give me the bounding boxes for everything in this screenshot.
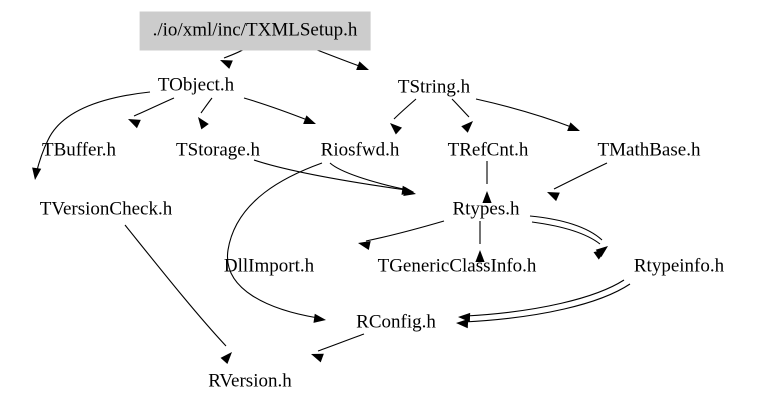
graph-edge-tobject-to-riosfwd xyxy=(243,97,311,122)
graph-edge-tstorage-to-rtypes xyxy=(253,159,407,191)
graph-edge-rtypes-to-rtypeinfo xyxy=(531,221,601,245)
graph-node-tbuffer[interactable]: TBuffer.h xyxy=(41,139,117,161)
graph-node-rversion[interactable]: RVersion.h xyxy=(208,370,292,392)
graph-node-tgenericclassinfo[interactable]: TGenericClassInfo.h xyxy=(377,255,537,277)
graph-node-tversioncheck[interactable]: TVersionCheck.h xyxy=(39,198,173,220)
graph-edge-rtypes-to-dllimport xyxy=(365,220,445,242)
graph-arrowhead-txmlsetup-to-tobject xyxy=(220,60,233,69)
graph-arrowhead-riosfwd-to-rtypes xyxy=(403,187,416,197)
graph-node-rconfig[interactable]: RConfig.h xyxy=(356,311,436,333)
graph-arrowhead-tstring-to-riosfwd xyxy=(390,123,402,135)
graph-node-tstring[interactable]: TString.h xyxy=(397,76,471,98)
graph-arrowhead-rtypeinfo-to-rconfig xyxy=(456,319,469,329)
graph-edge-tobject-to-tversioncheck xyxy=(35,91,151,175)
graph-edge-rconfig-to-rversion xyxy=(317,333,365,352)
graph-arrowhead-tversioncheck-to-rversion xyxy=(220,352,232,364)
graph-node-dllimport[interactable]: DllImport.h xyxy=(223,255,315,277)
graph-node-tstorage[interactable]: TStorage.h xyxy=(176,139,260,161)
graph-node-tmathbase[interactable]: TMathBase.h xyxy=(597,139,701,161)
graph-node-rtypeinfo[interactable]: Rtypeinfo.h xyxy=(633,255,725,277)
graph-edge-rtypes-to-rtypeinfo xyxy=(529,215,603,241)
graph-node-riosfwd[interactable]: Riosfwd.h xyxy=(320,139,400,161)
graph-arrowhead-tobject-to-tversioncheck xyxy=(32,167,42,180)
graph-arrowhead-rtypes-to-dllimport xyxy=(358,240,371,250)
graph-edge-tmathbase-to-rtypes xyxy=(553,162,608,190)
graph-arrowhead-trefcnt-to-rtypes xyxy=(482,191,492,203)
graph-edge-riosfwd-to-rconfig xyxy=(227,162,323,319)
graph-node-txmlsetup[interactable]: ./io/xml/inc/TXMLSetup.h xyxy=(139,11,371,51)
graph-arrowhead-tstring-to-trefcnt xyxy=(461,121,473,133)
graph-node-rtypes[interactable]: Rtypes.h xyxy=(452,198,520,220)
graph-edge-rtypeinfo-to-rconfig xyxy=(463,283,631,323)
graph-edge-tstring-to-riosfwd xyxy=(393,98,417,120)
graph-arrowhead-tstring-to-tmathbase xyxy=(567,122,580,131)
graph-arrowhead-tobject-to-tstorage xyxy=(198,117,209,130)
graph-node-tobject[interactable]: TObject.h xyxy=(157,74,235,96)
graph-arrowhead-tobject-to-tbuffer xyxy=(128,119,141,129)
graph-arrowhead-tmathbase-to-rtypes xyxy=(547,192,560,202)
graph-arrowhead-txmlsetup-to-tstring xyxy=(356,61,369,70)
graph-edge-tobject-to-tbuffer xyxy=(133,97,175,117)
graph-edge-tobject-to-tstorage xyxy=(200,97,213,114)
graph-arrowhead-rtypes-to-tgenericclassinfo xyxy=(475,250,485,262)
graph-edge-tstring-to-tmathbase xyxy=(475,98,575,129)
graph-edge-txmlsetup-to-tstring xyxy=(311,47,363,68)
graph-arrowhead-tobject-to-riosfwd xyxy=(303,115,316,124)
graph-node-trefcnt[interactable]: TRefCnt.h xyxy=(447,139,529,161)
graph-arrowhead-rconfig-to-rversion xyxy=(311,353,324,363)
graph-edge-tstring-to-trefcnt xyxy=(451,98,470,118)
graph-edge-tversioncheck-to-rversion xyxy=(124,224,227,347)
graph-edge-riosfwd-to-rtypes xyxy=(329,162,409,191)
graph-edge-rtypeinfo-to-rconfig xyxy=(465,279,625,317)
graph-arrowhead-rtypes-to-rtypeinfo xyxy=(593,249,606,260)
graph-arrowhead-riosfwd-to-rconfig xyxy=(313,313,326,323)
